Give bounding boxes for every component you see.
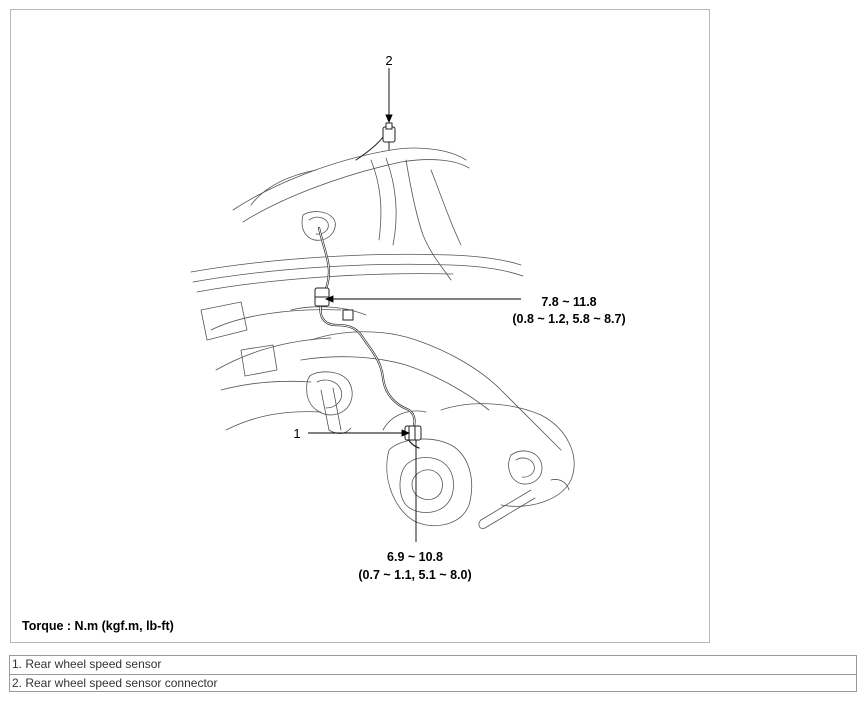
callout-2: 2 [385,53,392,68]
sensor-connector-icon [382,122,396,150]
torque-upper-value: 7.8 ~ 11.8 [541,295,596,309]
torque-lower-units: (0.7 ~ 1.1, 5.1 ~ 8.0) [358,568,471,582]
body-linework [190,147,575,529]
torque-lower-value: 6.9 ~ 10.8 [387,550,443,564]
wheel-speed-sensor-icon [404,425,422,441]
legend-item: 2. Rear wheel speed sensor connector [10,674,856,692]
sensor-harness [317,127,420,449]
leader-lines [308,68,521,542]
harness-bracket-icon [314,287,354,321]
rear-suspension-illustration: 2 1 7.8 ~ 11.8 (0.8 ~ 1.2, 5.8 ~ 8.7) 6.… [190,53,626,582]
parts-legend: 1. Rear wheel speed sensor 2. Rear wheel… [9,655,857,692]
torque-unit-note: Torque : N.m (kgf.m, lb-ft) [22,619,174,633]
torque-upper-units: (0.8 ~ 1.2, 5.8 ~ 8.7) [512,312,625,326]
legend-item: 1. Rear wheel speed sensor [12,657,162,671]
callout-1: 1 [293,426,300,441]
figure-frame: 2 1 7.8 ~ 11.8 (0.8 ~ 1.2, 5.8 ~ 8.7) 6.… [10,9,710,643]
